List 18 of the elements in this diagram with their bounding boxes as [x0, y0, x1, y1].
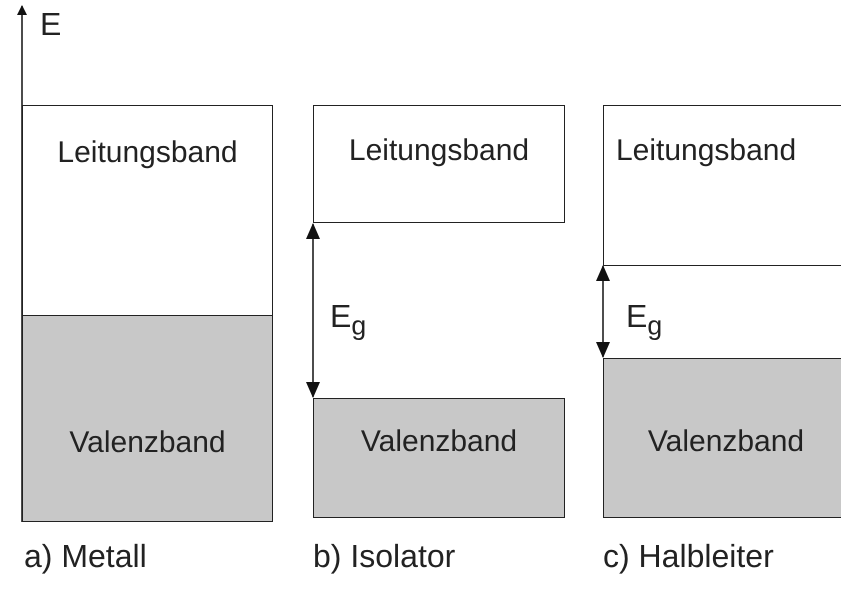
valence-band: [603, 358, 841, 518]
band-label: Valenzband: [360, 425, 518, 459]
edge-label: E$_{g}$: [626, 298, 662, 342]
conduction-band: [313, 105, 565, 223]
band-label: Leitungsband: [616, 134, 798, 168]
band-label: Valenzband: [646, 425, 806, 459]
panel-caption: a) Metall: [24, 538, 147, 575]
band-label: Leitungsband: [348, 134, 530, 168]
band-label: Valenzband: [68, 426, 227, 460]
conduction-band: [603, 105, 841, 266]
valence-band: [22, 315, 273, 522]
panel-caption: c) Halbleiter: [603, 538, 774, 575]
panel-caption: b) Isolator: [313, 538, 456, 575]
valence-band: [313, 398, 565, 518]
axis-label: E: [40, 6, 62, 43]
conduction-band: [22, 105, 273, 317]
band-label: Leitungsband: [56, 136, 239, 170]
edge-label: E$_{g}$: [330, 298, 366, 342]
